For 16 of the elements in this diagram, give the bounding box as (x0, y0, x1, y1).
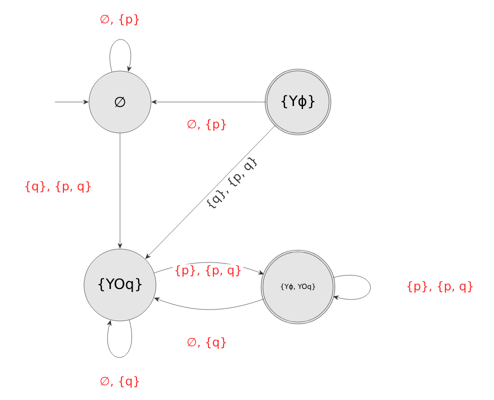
arrow (152, 100, 266, 104)
arrow (332, 275, 371, 300)
edge-label: {q}, {p, q} (202, 152, 262, 214)
arrow (110, 39, 132, 72)
edge-label: {q}, {p, q} (22, 180, 94, 194)
edge-label: ∅, {p} (98, 13, 142, 27)
arrow (145, 124, 276, 259)
edge-label: {p}, {p, q} (172, 264, 244, 278)
arrow (118, 133, 122, 248)
arrow (54, 100, 88, 104)
arrow (154, 298, 264, 310)
edge-label: {p}, {p, q} (404, 280, 476, 294)
arrow (107, 320, 132, 358)
edge-label: ∅, {q} (186, 336, 228, 350)
edge-label: ∅, {q} (98, 375, 142, 389)
edge-label: ∅, {p} (186, 118, 228, 132)
